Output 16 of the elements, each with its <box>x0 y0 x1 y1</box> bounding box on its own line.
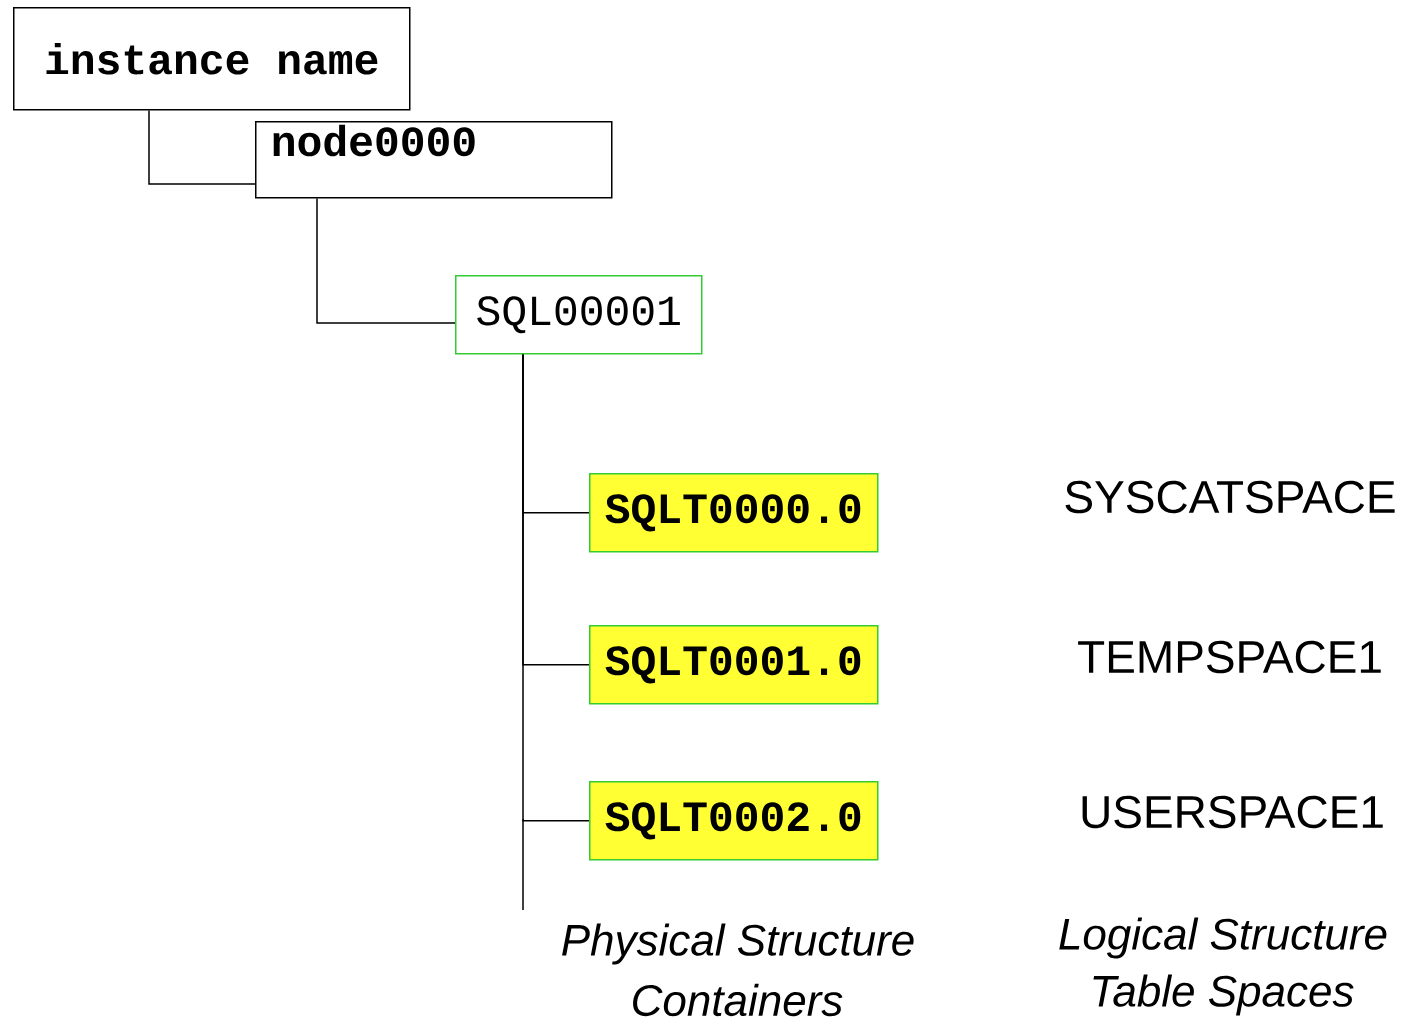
connector-line <box>148 109 256 185</box>
caption-text: Containers <box>633 983 843 1017</box>
connector-line <box>316 197 456 324</box>
label-text: TEMPSPACE1 <box>1078 640 1381 674</box>
caption-text: Logical Structure <box>1059 917 1387 959</box>
connector-line <box>522 353 590 822</box>
label-text: SYSCATSPACE <box>1065 480 1395 514</box>
container-box: SQLT0002.0 <box>589 781 879 861</box>
folder-box: node0000 <box>255 121 613 199</box>
caption-text: Physical Structure <box>562 923 914 965</box>
caption-text: Table Spaces <box>1093 974 1354 1016</box>
directory-box: SQL00001 <box>455 275 703 355</box>
container-box: SQLT0001.0 <box>589 625 879 705</box>
container-box: SQLT0000.0 <box>589 473 879 553</box>
folder-box: instance name <box>13 7 411 111</box>
label-text: USERSPACE1 <box>1082 795 1383 829</box>
